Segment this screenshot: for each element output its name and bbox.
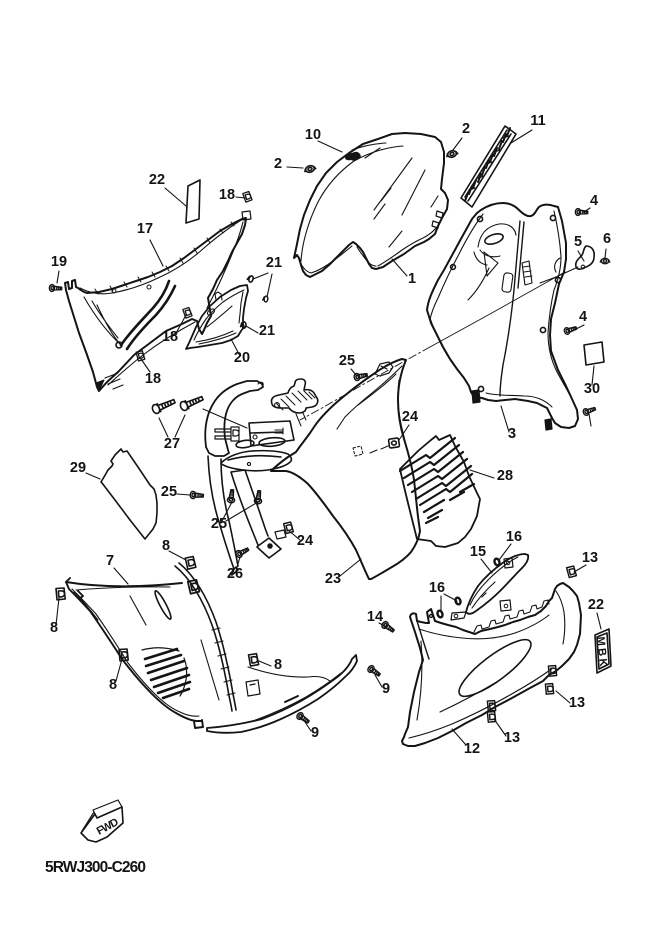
svg-text:18: 18 — [162, 329, 178, 345]
svg-text:9: 9 — [311, 725, 319, 741]
svg-text:29: 29 — [70, 460, 86, 476]
svg-text:13: 13 — [504, 730, 520, 746]
svg-text:5RWJ300-C260: 5RWJ300-C260 — [45, 859, 146, 876]
svg-text:13: 13 — [582, 550, 598, 566]
svg-text:FWD: FWD — [95, 816, 121, 837]
svg-text:11: 11 — [530, 113, 545, 129]
svg-text:19: 19 — [51, 254, 67, 270]
svg-text:27: 27 — [164, 436, 180, 452]
svg-text:8: 8 — [162, 538, 170, 554]
svg-text:18: 18 — [145, 371, 161, 387]
svg-text:28: 28 — [497, 468, 513, 484]
svg-text:25: 25 — [161, 484, 177, 500]
svg-text:25: 25 — [211, 516, 227, 532]
svg-text:4: 4 — [579, 309, 587, 325]
svg-text:16: 16 — [506, 529, 522, 545]
svg-text:8: 8 — [109, 677, 117, 693]
svg-text:3: 3 — [508, 426, 516, 442]
svg-text:18: 18 — [219, 187, 235, 203]
svg-text:25: 25 — [339, 353, 355, 369]
svg-text:24: 24 — [297, 533, 313, 549]
svg-text:15: 15 — [470, 544, 486, 560]
svg-text:8: 8 — [274, 657, 282, 673]
svg-text:22: 22 — [588, 597, 604, 613]
svg-text:24: 24 — [402, 409, 418, 425]
svg-text:23: 23 — [325, 571, 341, 587]
svg-text:20: 20 — [234, 350, 250, 366]
svg-text:1: 1 — [408, 271, 416, 287]
svg-text:8: 8 — [50, 620, 58, 636]
svg-text:14: 14 — [367, 609, 383, 625]
svg-text:9: 9 — [382, 681, 390, 697]
svg-text:30: 30 — [584, 381, 600, 397]
svg-text:2: 2 — [462, 121, 470, 137]
svg-text:12: 12 — [464, 741, 480, 757]
svg-text:26: 26 — [227, 566, 243, 582]
svg-text:6: 6 — [603, 231, 611, 247]
svg-text:2: 2 — [274, 156, 282, 172]
svg-text:13: 13 — [569, 695, 585, 711]
svg-text:16: 16 — [429, 580, 445, 596]
svg-text:21: 21 — [266, 255, 282, 271]
svg-text:7: 7 — [106, 553, 114, 569]
svg-text:22: 22 — [149, 172, 165, 188]
svg-text:17: 17 — [137, 221, 153, 237]
svg-text:MBK: MBK — [594, 636, 609, 667]
svg-text:5: 5 — [574, 234, 582, 250]
svg-text:10: 10 — [305, 127, 321, 143]
svg-text:21: 21 — [259, 323, 275, 339]
svg-text:4: 4 — [590, 193, 598, 209]
